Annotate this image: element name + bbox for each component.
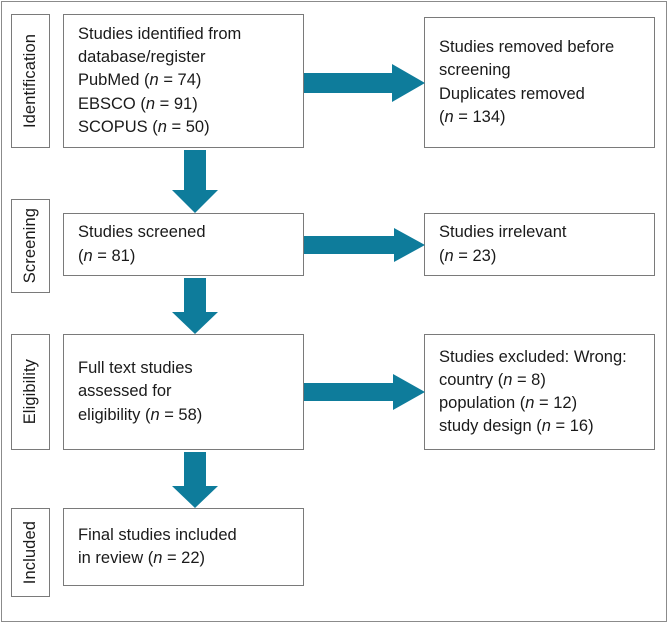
box-final-included: Final studies included in review (n = 22…	[63, 508, 304, 586]
stage-label-screening: Screening	[11, 199, 50, 293]
box-final-included-text: Final studies included in review (n = 22…	[78, 525, 237, 567]
stage-label-screening-text: Screening	[21, 208, 40, 284]
arrow-screened-to-irrelevant	[304, 228, 425, 262]
arrow-fulltext-to-excluded	[304, 374, 425, 410]
box-studies-removed: Studies removed before screening Duplica…	[424, 17, 655, 148]
arrow-screened-to-fulltext	[172, 278, 218, 334]
box-studies-irrelevant: Studies irrelevant (n = 23)	[424, 213, 655, 276]
arrow-identified-to-removed	[304, 64, 425, 102]
box-studies-screened: Studies screened (n = 81)	[63, 213, 304, 276]
stage-label-included: Included	[11, 508, 50, 597]
box-studies-excluded-text: Studies excluded: Wrong: country (n = 8)…	[439, 347, 627, 436]
box-studies-screened-text: Studies screened (n = 81)	[78, 223, 206, 265]
stage-label-identification-text: Identification	[21, 33, 40, 129]
stage-label-eligibility-text: Eligibility	[21, 359, 40, 425]
arrow-identified-to-screened	[172, 150, 218, 213]
box-full-text-assessed: Full text studies assessed for eligibili…	[63, 334, 304, 450]
stage-label-eligibility: Eligibility	[11, 334, 50, 450]
box-studies-irrelevant-text: Studies irrelevant (n = 23)	[439, 223, 567, 265]
stage-label-included-text: Included	[21, 520, 40, 585]
box-studies-identified: Studies identified from database/registe…	[63, 14, 304, 148]
box-studies-removed-text: Studies removed before screening Duplica…	[439, 38, 615, 126]
box-full-text-assessed-text: Full text studies assessed for eligibili…	[78, 359, 203, 424]
arrow-fulltext-to-included	[172, 452, 218, 508]
stage-label-identification: Identification	[11, 14, 50, 148]
box-studies-identified-text: Studies identified from database/registe…	[78, 25, 242, 136]
box-studies-excluded: Studies excluded: Wrong: country (n = 8)…	[424, 334, 655, 450]
